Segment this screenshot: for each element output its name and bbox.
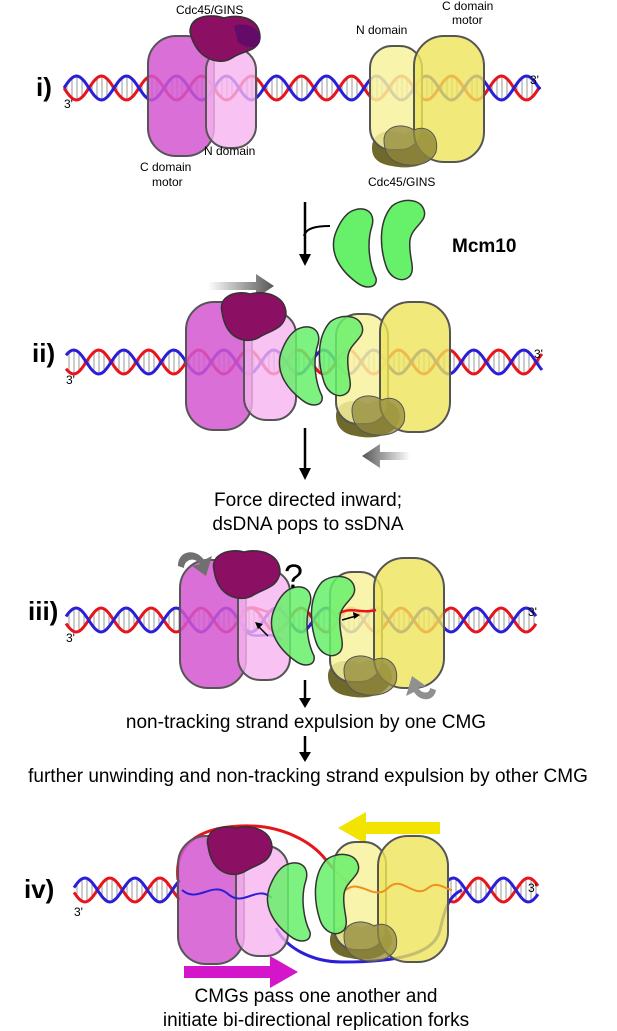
left-cmg-n-domain: [205, 47, 257, 149]
inward-arrow-top: [208, 274, 274, 298]
left-cdc45-gins: [220, 292, 287, 342]
panel-label-iv: iv): [24, 874, 54, 904]
unwound-blue-strand: [181, 888, 273, 900]
transition-iii-iv: non-tracking strand expulsion by one CMG…: [28, 680, 588, 787]
dna-3prime-left: 3': [66, 631, 75, 645]
motion-arrow-right: [341, 615, 357, 621]
down-arrowhead: [299, 254, 311, 266]
mcm10-label: Mcm10: [452, 236, 516, 257]
right-cdc45-gins: [351, 395, 406, 436]
left-motor-label: motor: [152, 175, 183, 189]
right-cmg-c-domain: [377, 835, 449, 963]
transition-ii-iii: Force directed inward; dsDNA pops to ssD…: [212, 428, 404, 535]
unwound-orange-strand: [345, 882, 453, 894]
panel-iii: ? iii) 3' 3': [28, 550, 538, 700]
mcm10-binding-arrow: [303, 225, 331, 237]
magenta-direction-arrow: [184, 956, 298, 988]
left-c-domain-label: C domain: [140, 160, 191, 174]
right-cdc45-gins: [383, 125, 438, 166]
question-mark: ?: [284, 558, 303, 596]
mcm10-subunit-left: [332, 208, 377, 288]
down-arrowhead: [299, 752, 311, 762]
dna-3prime-right: 3': [528, 605, 537, 619]
rotation-arrow-left: [178, 552, 212, 576]
panel-label-ii: ii): [32, 338, 55, 368]
mcm10-subunit-right: [314, 853, 360, 935]
dna-3prime-right: 3': [528, 881, 537, 895]
left-cdc45-gins: [206, 826, 273, 876]
motion-arrow-left: [257, 625, 269, 637]
motion-arrowhead-left: [255, 622, 263, 629]
pass-caption-line-1: CMGs pass one another and: [195, 986, 438, 1007]
dna-3prime-left: 3': [64, 97, 73, 111]
down-arrowhead: [299, 468, 311, 480]
dna-duplex-iv-left: [72, 876, 182, 904]
yellow-direction-arrow: [338, 812, 440, 844]
rotation-arrow-right: [406, 676, 436, 700]
right-cdc45-gins: [343, 921, 398, 962]
dna-3prime-left: 3': [66, 373, 75, 387]
dna-strand-blue: [72, 876, 182, 904]
panel-iv: iv) 3' 3' CMGs pass one another and init…: [24, 812, 540, 1031]
dna-strand-red: [447, 876, 540, 904]
right-cmg-c-domain: [413, 35, 485, 163]
mcm10-subunit-left: [278, 326, 323, 406]
dna-3prime-left: 3': [74, 905, 83, 919]
right-cdc45-label: Cdc45/GINS: [368, 175, 435, 189]
mcm10-subunit-right: [310, 575, 356, 657]
right-motor-label: motor: [452, 13, 483, 27]
dna-strand-blue: [447, 876, 540, 904]
expulsion-one-caption: non-tracking strand expulsion by one CMG: [126, 712, 486, 733]
panel-label-i: i): [36, 72, 52, 102]
right-cmg-c-domain: [379, 301, 451, 433]
left-cdc45-gins: [212, 550, 281, 600]
left-n-domain-label: N domain: [204, 144, 255, 158]
force-caption-line-1: Force directed inward;: [214, 490, 402, 511]
motion-arrowhead-right: [353, 612, 360, 619]
right-c-domain-label: C domain: [442, 0, 493, 13]
mcm10-subunit-left: [266, 862, 311, 942]
force-caption-line-2: dsDNA pops to ssDNA: [212, 514, 403, 535]
inward-arrow-bottom: [362, 444, 410, 468]
dna-3prime-right: 3': [534, 347, 543, 361]
panel-i: i) 3' 3' Cdc45/GINS N domain C domain mo…: [36, 0, 542, 189]
mcm10-subunit-right: [380, 199, 426, 281]
transition-i-ii: Mcm10: [299, 199, 516, 288]
mcm10-subunit-right: [318, 315, 364, 397]
down-arrowhead: [299, 698, 311, 708]
dna-3prime-right: 3': [530, 73, 539, 87]
pass-caption-line-2: initiate bi-directional replication fork…: [163, 1010, 469, 1031]
panel-ii: ii) 3' 3': [32, 274, 544, 468]
dna-strand-red: [72, 876, 182, 904]
expulsion-other-caption: further unwinding and non-tracking stran…: [28, 766, 588, 787]
right-cdc45-gins: [343, 655, 398, 696]
mcm10-subunit-left: [270, 586, 315, 666]
panel-label-iii: iii): [28, 596, 58, 626]
left-cdc45-gins-dark: [234, 24, 261, 48]
left-cdc45-label: Cdc45/GINS: [176, 3, 243, 17]
right-n-domain-label: N domain: [356, 23, 407, 37]
